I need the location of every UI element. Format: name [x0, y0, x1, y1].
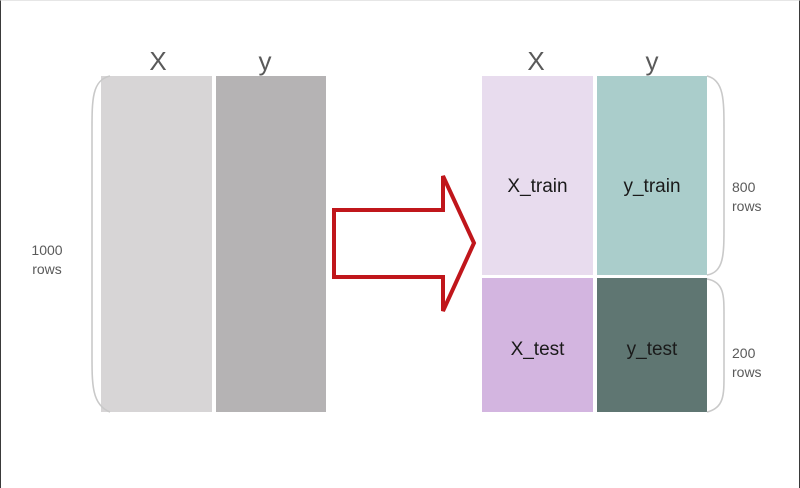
train-rows-brace — [706, 75, 725, 276]
original-rows-unit: rows — [32, 261, 62, 277]
x-test-label: X_test — [510, 339, 565, 360]
original-x-block — [101, 76, 212, 412]
split-y-header: y — [645, 46, 659, 76]
original-rows-brace — [91, 75, 111, 413]
x-train-label: X_train — [507, 176, 568, 197]
original-y-block — [216, 76, 326, 412]
x-test-block: X_test — [482, 278, 593, 412]
test-rows-label: 200 rows — [732, 344, 762, 382]
split-x-header: X — [527, 46, 545, 76]
train-rows-unit: rows — [732, 198, 762, 214]
test-rows-brace — [706, 278, 725, 413]
y-train-label: y_train — [623, 176, 681, 197]
test-rows-count: 200 — [732, 345, 756, 361]
y-test-block: y_test — [597, 278, 707, 412]
original-rows-label: 1000 rows — [27, 241, 67, 279]
original-x-header: X — [149, 46, 167, 76]
original-rows-count: 1000 — [31, 242, 63, 258]
train-rows-label: 800 rows — [732, 178, 762, 216]
x-train-block: X_train — [482, 76, 593, 275]
split-arrow — [332, 175, 477, 312]
y-test-label: y_test — [626, 339, 678, 360]
original-y-header: y — [258, 46, 272, 76]
test-rows-unit: rows — [732, 364, 762, 380]
y-train-block: y_train — [597, 76, 707, 275]
train-rows-count: 800 — [732, 179, 756, 195]
